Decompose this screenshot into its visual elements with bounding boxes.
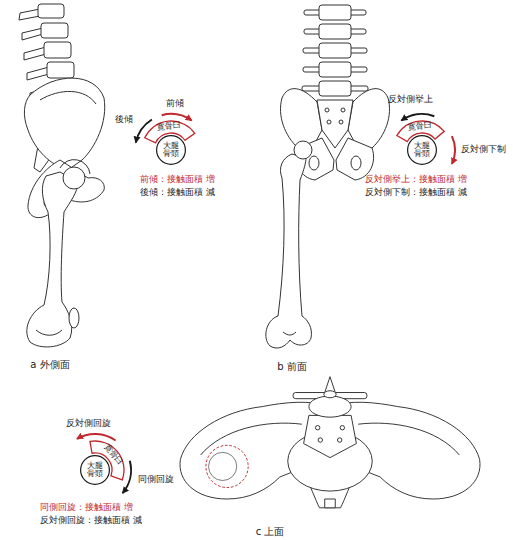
- sacral-foramen: [341, 108, 345, 112]
- text-wrap: 大腿 骨頭: [412, 142, 431, 159]
- result-note: 前傾：接触面積 増: [140, 175, 215, 185]
- lateral-view: [19, 4, 105, 347]
- vertebral-body: [38, 4, 64, 18]
- sacral-foramen: [340, 426, 344, 430]
- sacral-foramen: [318, 438, 322, 442]
- patella: [69, 308, 79, 328]
- acetabular-rim: [60, 160, 90, 174]
- vertebral-body: [41, 23, 68, 38]
- spinous-process: [325, 377, 336, 393]
- vertebral-body: [309, 396, 351, 417]
- sacral-foramen: [339, 120, 343, 124]
- iliac-line: [358, 423, 459, 455]
- femur: [27, 172, 78, 347]
- vertebral-body: [319, 24, 351, 39]
- pubis: [336, 138, 374, 180]
- femoral-head: [294, 141, 312, 159]
- pubic-symphysis: [325, 499, 336, 508]
- femoral-head: [209, 452, 237, 480]
- vertebral-body: [44, 42, 71, 58]
- vertebral-body: [319, 5, 351, 20]
- motion-arrow: [401, 114, 434, 120]
- direction-label: 同側回旋: [138, 475, 174, 485]
- panel-caption: c 上面: [256, 526, 285, 537]
- result-note: 同側回旋：接触面積 増: [40, 503, 133, 513]
- panel-caption: b 前面: [277, 361, 307, 372]
- panel-caption: a 外側面: [30, 359, 69, 370]
- motion-arrows: [77, 114, 455, 493]
- direction-label: 後傾: [115, 115, 133, 125]
- superior-view: [180, 377, 480, 508]
- vertebral-body: [319, 43, 351, 58]
- sacrum: [304, 415, 357, 457]
- head-circle: [157, 136, 186, 165]
- condyle-line: [283, 332, 296, 335]
- motion-arrow: [162, 114, 192, 121]
- direction-label: 反対側回旋: [66, 419, 111, 429]
- vertebral-body: [319, 81, 351, 96]
- condyle-line: [36, 330, 62, 335]
- obturator-foramen: [309, 156, 319, 170]
- obturator-foramen: [351, 156, 361, 170]
- text-wrap: 大腿 骨頭: [161, 142, 180, 159]
- direction-label: 反対側挙上: [388, 95, 433, 105]
- sacral-foramen: [337, 438, 341, 442]
- acetabulum-dashed-outline: [206, 445, 248, 487]
- pelvis-outline: [180, 402, 480, 508]
- result-note: 反対側回旋：接触面積 減: [40, 516, 142, 526]
- result-note: 反対側下制：接触面積 減: [365, 188, 467, 198]
- head-label: 大腿 骨頭: [412, 142, 431, 159]
- text-wrap: 大腿 骨頭: [85, 462, 104, 479]
- spinous-process: [19, 9, 40, 20]
- femoral-head-circle: 大腿 骨頭: [156, 135, 186, 165]
- direction-label: 前傾: [166, 99, 184, 109]
- motion-arrow: [452, 136, 455, 164]
- sacral-foramen: [315, 426, 319, 430]
- vertebral-foramen: [324, 391, 336, 398]
- head-circle: [408, 136, 437, 165]
- iliac-line: [201, 423, 302, 455]
- result-note: 後傾：接触面積 減: [140, 188, 215, 198]
- sacral-foramen: [327, 120, 331, 124]
- vertebral-body: [47, 62, 74, 78]
- direction-label: 反対側下制: [461, 145, 506, 155]
- iliac-crest-line: [40, 91, 96, 104]
- sacral-foramen: [325, 108, 329, 112]
- head-label: 大腿 骨頭: [161, 142, 180, 159]
- spinous-process: [22, 28, 43, 40]
- femoral-head-circle: 大腿 骨頭: [80, 455, 110, 485]
- ilium: [24, 78, 104, 170]
- spinous-process: [27, 67, 49, 80]
- spinous-process: [24, 47, 46, 60]
- femur: [266, 154, 312, 348]
- motion-arrow: [77, 434, 116, 441]
- vertebral-body: [319, 62, 351, 77]
- head-label: 大腿 骨頭: [85, 462, 104, 479]
- head-circle: [81, 456, 110, 485]
- femoral-head: [63, 167, 85, 189]
- femoral-head-circle: 大腿 骨頭: [407, 135, 437, 165]
- result-note: 反対側挙上：接触面積 増: [365, 175, 467, 185]
